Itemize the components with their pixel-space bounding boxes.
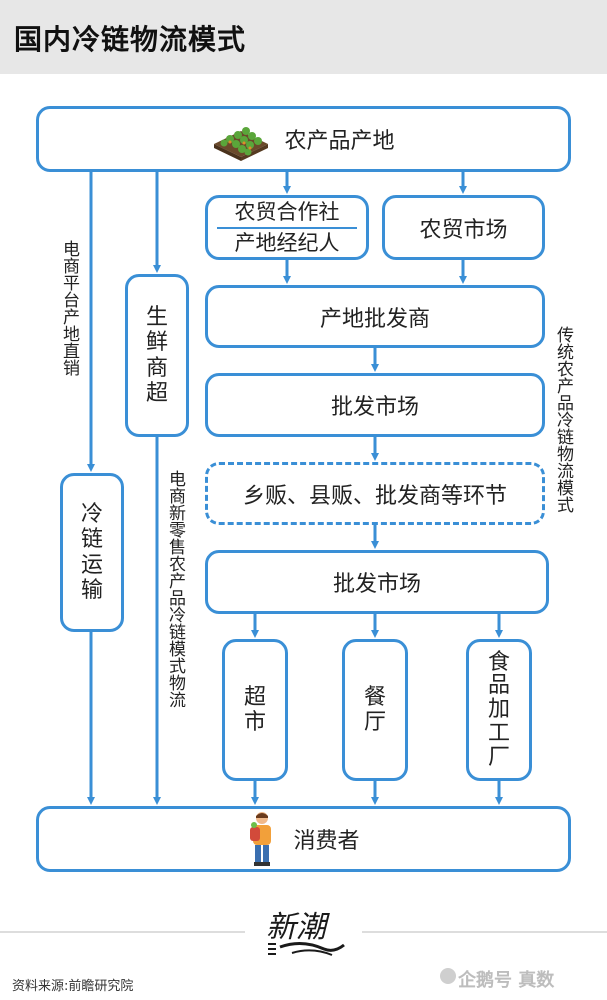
source-note: 资料来源:前瞻研究院 <box>12 979 134 994</box>
restaurant-label: 餐 厅 <box>364 685 386 736</box>
cold-transport-label: 冷 链 运 输 <box>81 502 103 603</box>
restaurant-box: 餐 厅 <box>342 639 408 781</box>
page-title: 国内冷链物流模式 <box>14 23 247 56</box>
supermarket-box: 超 市 <box>222 639 288 781</box>
wholesale-market-1-label: 批发市场 <box>330 395 419 420</box>
coop-label: 农贸合作社 <box>234 200 340 225</box>
watermark-text: 企鹅号 真数 <box>458 970 555 991</box>
supermarket-char: 超 <box>243 684 266 710</box>
consumer-label: 消费者 <box>293 829 360 854</box>
fresh-supermarket-char: 生 <box>145 304 168 330</box>
food-factory-char: 工 <box>487 720 510 746</box>
wholesale-market-1-box: 批发市场 <box>205 373 545 437</box>
fresh-supermarket-char: 超 <box>145 380 168 406</box>
food-factory-char: 食 <box>487 649 510 675</box>
cold-transport-char: 冷 <box>80 501 103 527</box>
ecommerce-direct-label: 电商平台产地直销 <box>59 240 79 376</box>
coop-broker-box: 农贸合作社 产地经纪人 <box>205 195 369 260</box>
farm-market-box: 农贸市场 <box>382 195 545 260</box>
cold-transport-char: 链 <box>80 527 103 553</box>
logo-lettering: 新潮 <box>266 910 330 945</box>
intermediaries-box: 乡贩、县贩、批发商等环节 <box>205 462 545 525</box>
wholesale-market-2-box: 批发市场 <box>205 550 549 614</box>
fresh-supermarket-char: 鲜 <box>145 330 168 356</box>
header-bar: 国内冷链物流模式 <box>0 0 607 74</box>
penguin-icon <box>440 968 456 984</box>
farm-market-label: 农贸市场 <box>419 217 508 243</box>
wholesale-market-2-label: 批发市场 <box>332 572 421 597</box>
supermarket-label: 超 市 <box>244 685 266 736</box>
food-factory-label: 食 品 加 工 厂 <box>487 649 510 770</box>
cold-transport-box: 冷 链 运 输 <box>60 473 124 632</box>
restaurant-char: 餐 <box>363 684 386 710</box>
food-factory-box: 食 品 加 工 厂 <box>466 639 532 781</box>
intermediaries-label: 乡贩、县贩、批发商等环节 <box>242 483 507 509</box>
cold-transport-char: 运 <box>80 552 103 578</box>
supermarket-char: 市 <box>243 710 266 735</box>
origin-wholesaler-label: 产地批发商 <box>319 306 430 332</box>
restaurant-char: 厅 <box>363 710 386 735</box>
fresh-supermarket-char: 商 <box>145 355 168 381</box>
coop-broker-divider <box>217 226 357 229</box>
food-factory-char: 加 <box>487 697 510 723</box>
consumer-person-icon <box>250 812 272 866</box>
food-factory-char: 品 <box>487 673 510 699</box>
broker-label: 产地经纪人 <box>234 230 340 255</box>
origin-label: 农产品产地 <box>284 129 395 154</box>
consumer-box: 消费者 <box>36 806 571 872</box>
ecommerce-retail-label: 电商新零售农产品冷链模式物流 <box>165 470 185 708</box>
traditional-mode-label: 传统农产品冷链物流模式 <box>553 326 573 513</box>
cold-transport-char: 输 <box>80 577 103 603</box>
fresh-supermarket-box: 生 鲜 商 超 <box>125 274 189 437</box>
origin-box: 农产品产地 <box>36 106 571 172</box>
origin-wholesaler-box: 产地批发商 <box>205 285 545 348</box>
food-factory-char: 厂 <box>487 744 510 770</box>
xinchao-logo: 新潮 <box>266 910 345 956</box>
farm-field-icon <box>214 127 269 161</box>
fresh-supermarket-label: 生 鲜 商 超 <box>146 305 168 406</box>
